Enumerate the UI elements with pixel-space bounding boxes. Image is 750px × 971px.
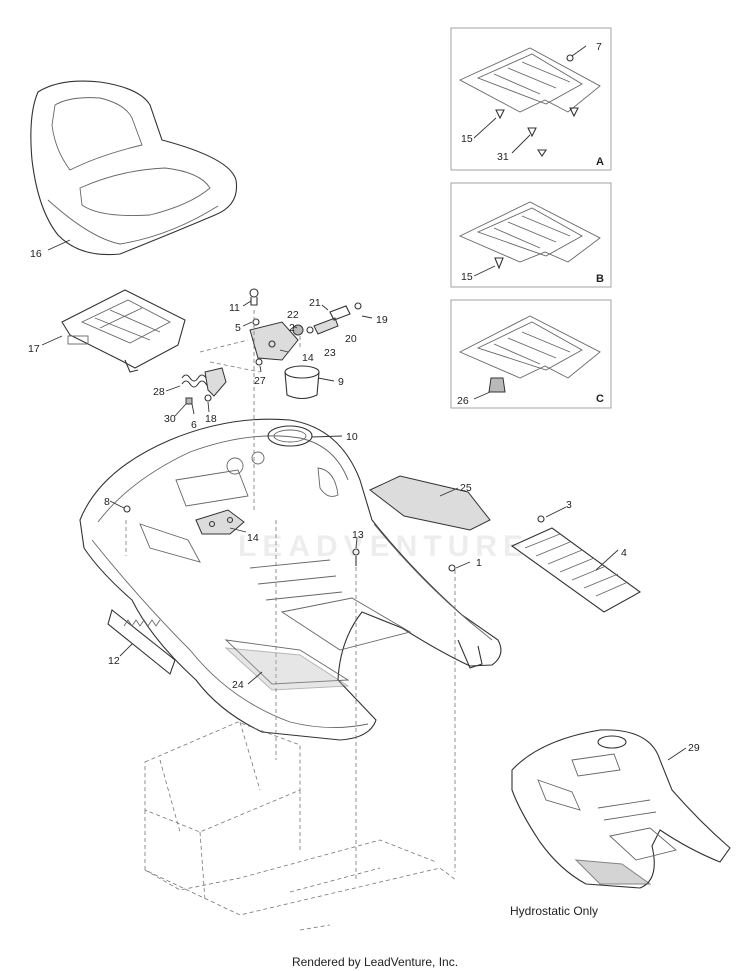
callout-15-panel-a: 15 [461, 133, 473, 145]
height-adjust-bracket [107, 609, 176, 675]
callout-7: 7 [596, 41, 602, 53]
footer-credit: Rendered by LeadVenture, Inc. [291, 955, 459, 969]
fender-pad [369, 475, 491, 531]
callout-labels: 1 2 3 4 5 6 7 8 9 10 11 12 13 14 14 15 1… [28, 41, 700, 754]
callout-18: 18 [205, 413, 217, 425]
seat-spring-assembly [181, 339, 263, 405]
callout-10: 10 [346, 431, 358, 443]
callout-28: 28 [153, 386, 165, 398]
cup-holder [284, 365, 320, 400]
seat-pan [61, 289, 186, 373]
panel-letter-c: C [596, 393, 604, 405]
callout-17: 17 [28, 343, 40, 355]
callout-26: 26 [457, 395, 469, 407]
hinge-bracket-upper [249, 288, 362, 510]
callout-5: 5 [235, 322, 241, 334]
panel-letter-b: B [596, 273, 604, 285]
fastener-hardware [123, 505, 456, 572]
inset-panel-a [450, 27, 612, 171]
panel-letters: A B C [596, 156, 604, 405]
step-plate [510, 515, 642, 613]
callout-2: 2 [289, 322, 295, 334]
callout-16: 16 [30, 248, 42, 260]
callout-25: 25 [460, 482, 472, 494]
callout-11: 11 [229, 302, 240, 314]
leader-lines [41, 45, 687, 761]
callout-6: 6 [191, 419, 197, 431]
inset-panel-b [450, 182, 612, 288]
hydrostatic-only-caption: Hydrostatic Only [510, 904, 599, 918]
callout-21: 21 [309, 297, 321, 309]
callout-8: 8 [104, 496, 110, 508]
callout-23: 23 [324, 347, 336, 359]
callout-20: 20 [345, 333, 357, 345]
watermark-logo: LEADVENTURE [238, 530, 530, 563]
callout-14-upper: 14 [302, 352, 314, 364]
callout-22: 22 [287, 309, 299, 321]
panel-letter-a: A [596, 156, 604, 168]
fender-assembly [79, 418, 502, 741]
callout-24: 24 [232, 679, 244, 691]
callout-29: 29 [688, 742, 700, 754]
callout-9: 9 [338, 376, 344, 388]
callout-12: 12 [108, 655, 120, 667]
callout-27: 27 [254, 375, 266, 387]
callout-15-panel-b: 15 [461, 271, 473, 283]
callout-31: 31 [497, 151, 509, 163]
callout-30: 30 [164, 413, 176, 425]
callout-1: 1 [476, 557, 482, 569]
callout-4: 4 [621, 547, 627, 559]
inset-panel-c [450, 299, 612, 409]
callout-19: 19 [376, 314, 388, 326]
callout-3: 3 [566, 499, 572, 511]
seat-spring-bracket [195, 509, 245, 535]
callout-14-lower: 14 [247, 532, 259, 544]
seat [30, 80, 238, 256]
tractor-frame-outline [125, 520, 457, 931]
hydrostatic-fender [511, 729, 731, 889]
callout-13: 13 [352, 529, 364, 541]
